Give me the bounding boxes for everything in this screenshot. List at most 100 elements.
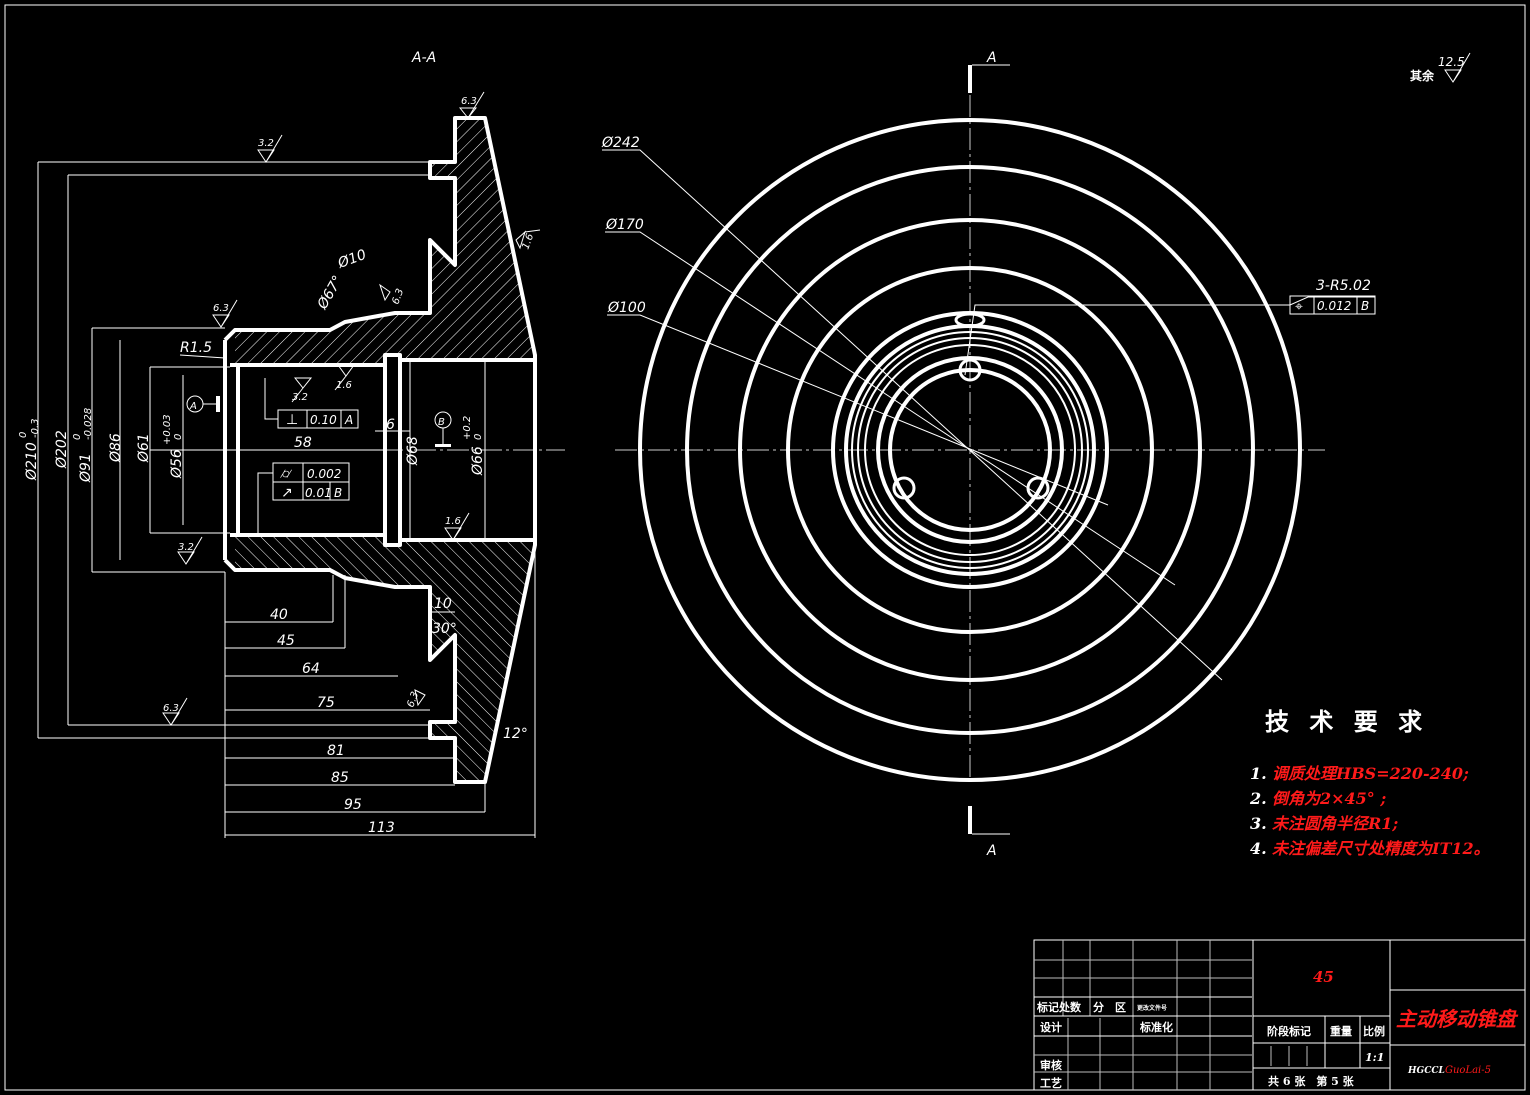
svg-text:0.10: 0.10	[310, 413, 337, 427]
dim-64: 64	[302, 661, 320, 677]
dim-d210: Ø210	[24, 442, 40, 481]
tolerance-frame-perpendicularity: ⊥ 0.10 A	[264, 378, 359, 429]
svg-text:审核: 审核	[1040, 1058, 1062, 1072]
dim-d210-tol-lower: -0.3	[30, 418, 41, 438]
section-lower-half	[223, 450, 537, 784]
leader-line	[179, 354, 226, 359]
dim-d56-tol-lower: 0	[173, 434, 184, 440]
svg-text:↗: ↗	[281, 485, 293, 501]
diameter-leaders	[602, 149, 1375, 681]
svg-text:A: A	[986, 50, 997, 66]
svg-text:3.2: 3.2	[258, 138, 274, 149]
tech-item-3: 未注圆角半径R1;	[1272, 814, 1398, 833]
vertical-dimension-lines	[37, 161, 486, 739]
tech-requirements-title: 技 术 要 求	[1265, 707, 1428, 736]
dim-d66-tol-upper: +0.2	[462, 416, 473, 440]
svg-text:分 区: 分 区	[1093, 1000, 1126, 1014]
svg-text:0.012: 0.012	[1317, 299, 1351, 313]
svg-text:1.: 1.	[1250, 764, 1267, 783]
tech-requirements: 技 术 要 求 1. 调质处理HBS=220-240; 2. 倒角为2×45° …	[1249, 707, 1490, 858]
tech-item-4: 未注偏差尺寸处精度为IT12。	[1272, 839, 1490, 858]
svg-text:6.3: 6.3	[213, 303, 229, 314]
part-name: 主动移动锥盘	[1396, 1007, 1519, 1031]
svg-text:标准化: 标准化	[1139, 1020, 1173, 1034]
svg-text:4.: 4.	[1250, 839, 1267, 858]
svg-text:工艺: 工艺	[1040, 1076, 1062, 1090]
dim-85: 85	[331, 770, 349, 786]
concentric-circles	[638, 118, 1302, 782]
drawing-no-prefix: HGCCL	[1407, 1066, 1445, 1076]
drawing-frame	[4, 4, 1526, 1091]
dim-113: 113	[368, 820, 395, 836]
svg-text:1.6: 1.6	[445, 516, 461, 527]
svg-text:6.3: 6.3	[390, 287, 406, 306]
svg-text:6.3: 6.3	[163, 703, 179, 714]
section-upper-half	[223, 116, 537, 450]
svg-text:6.3: 6.3	[461, 96, 477, 107]
svg-text:⌭: ⌭	[280, 466, 292, 482]
dim-58: 58	[294, 435, 312, 451]
svg-text:3.2: 3.2	[178, 542, 194, 553]
dim-d202: Ø202	[54, 430, 70, 469]
radius-r15: R1.5	[180, 340, 212, 356]
dim-d56: Ø56	[169, 449, 185, 479]
section-marker-top: A	[968, 50, 1010, 93]
section-marker-bottom: A	[968, 806, 1010, 859]
dim-6: 6	[386, 417, 395, 433]
tech-item-1: 调质处理HBS=220-240;	[1272, 764, 1469, 783]
sheet-count: 共 6 张 第 5 张	[1268, 1074, 1355, 1088]
svg-text:B: B	[334, 486, 342, 500]
slot-circle	[876, 356, 1064, 544]
dim-81: 81	[327, 743, 345, 759]
dim-75: 75	[317, 695, 335, 711]
position-tolerance-frame: ⌖ 0.012 B	[1289, 295, 1376, 315]
general-roughness: 其余 12.5	[1410, 52, 1471, 83]
dim-d66-tol-lower: 0	[473, 434, 484, 440]
dim-d10: Ø10	[335, 247, 369, 272]
dim-40: 40	[270, 607, 288, 623]
dim-10: 10	[434, 596, 452, 612]
dim-d170: Ø170	[605, 217, 644, 233]
svg-text:0.01: 0.01	[305, 486, 332, 500]
dim-d56-tol-upper: +0.03	[162, 414, 173, 445]
svg-text:1.6: 1.6	[336, 380, 352, 391]
svg-text:A: A	[986, 843, 997, 859]
horizontal-dimension-lines	[150, 430, 536, 838]
svg-text:2.: 2.	[1249, 789, 1267, 808]
svg-text:0.002: 0.002	[307, 467, 341, 481]
dim-95: 95	[344, 797, 362, 813]
svg-text:其余: 其余	[1410, 68, 1435, 83]
dim-d61: Ø61	[136, 433, 152, 463]
tolerance-frame-cylindricity-runout: ⌭ 0.002 ↗ 0.01 B	[257, 462, 350, 533]
svg-text:比例: 比例	[1363, 1024, 1385, 1038]
dim-45: 45	[277, 633, 295, 649]
dim-d91-tol-lower: -0.028	[83, 408, 94, 440]
scale-value: 1:1	[1365, 1051, 1384, 1064]
svg-text:1.6: 1.6	[520, 232, 536, 251]
keyway-slots	[892, 312, 1050, 500]
svg-text:A: A	[344, 413, 353, 427]
dim-d68: Ø68	[405, 436, 421, 466]
svg-text:3.2: 3.2	[292, 392, 308, 403]
dim-d210-tol-upper: 0	[18, 432, 29, 438]
angle-67: Ø67°	[314, 273, 346, 313]
datum-a-base	[216, 396, 220, 412]
dim-d66: Ø66	[470, 446, 486, 476]
dim-d242: Ø242	[601, 135, 640, 151]
roughness-symbols: 6.3 3.2 1.6 6.3 3.2 1.6 6.3 3.2 6.3 1.6 …	[162, 91, 541, 726]
tech-item-2: 倒角为2×45° ;	[1272, 789, 1386, 808]
svg-text:重量: 重量	[1330, 1024, 1352, 1038]
datum-b-label: B	[438, 417, 445, 428]
svg-text:设计: 设计	[1040, 1020, 1062, 1034]
angle-30: 30°	[432, 621, 457, 637]
dim-d91: Ø91	[78, 453, 94, 483]
svg-text:⊥: ⊥	[286, 412, 298, 428]
section-view: A-A Ø210 0 -0.3	[18, 50, 565, 838]
front-view: A A Ø242 Ø170 Ø100 3-R5.02 ⌖ 0.012 B	[601, 50, 1376, 859]
svg-text:⌖: ⌖	[1295, 299, 1303, 315]
datum-a-label: A	[189, 401, 197, 412]
angle-12: 12°	[503, 726, 528, 742]
hole-note: 3-R5.02	[1316, 278, 1371, 294]
svg-text:3.: 3.	[1250, 814, 1267, 833]
